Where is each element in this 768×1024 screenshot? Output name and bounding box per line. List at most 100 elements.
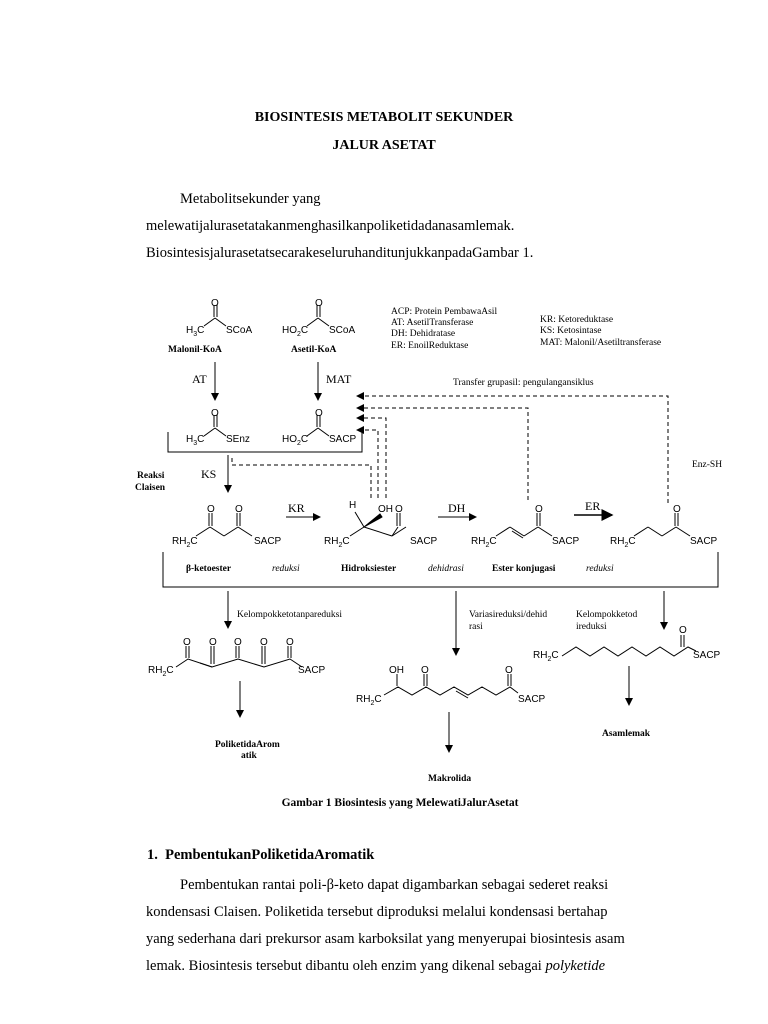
intro-line-1: Metabolitsekunder yang [180,191,321,207]
reduksi-label: reduksi [586,564,614,574]
legend-right-item: MAT: Malonil/Asetiltransferase [540,337,661,348]
legend-left-item: ER: EnoilReduktase [391,341,468,351]
atom-label: RH2C [148,665,174,678]
atom-label: O [673,504,681,515]
enzyme-bound-structures [203,415,330,437]
atom-label: SACP [329,434,357,445]
hidroksiester-label: Hidroksiester [341,564,397,574]
atom-label: O [235,504,243,515]
dh-label: DH [448,501,466,515]
reaksi-claisen-label: Claisen [135,483,166,493]
atom-label: O [260,637,268,648]
branch2-label: rasi [469,622,483,632]
atom-label: O [286,637,294,648]
er-label: ER [585,499,600,513]
atom-label: O [211,408,219,419]
atom-label: H [349,500,356,511]
product1-label: atik [241,751,258,761]
atom-label: O [211,298,219,309]
enz-sh-label: Enz-SH [692,460,722,470]
atom-label: SACP [690,536,718,547]
atom-label: O [183,637,191,648]
page-subtitle: JALUR ASETAT [332,138,436,153]
transfer-label: Transfer grupasil: pengulangansiklus [453,377,594,388]
atom-label: SEnz [226,434,250,445]
atom-label: RH2C [471,536,497,549]
branch3-label: Kelompokketod [576,610,637,620]
atom-label: O [315,298,323,309]
legend-right-item: KS: Ketosintase [540,326,601,336]
atom-label: O [315,408,323,419]
figure-caption: Gambar 1 Biosintesis yang MelewatiJalurA… [281,797,519,809]
atom-label: O [679,625,687,636]
fatty-acid-chain-structure [561,635,697,657]
atom-label: SACP [298,665,326,676]
branch2-label: Variasireduksi/dehid [469,610,547,620]
product1-label: PoliketidaArom [215,740,280,750]
claisen-bracket [167,432,363,453]
atom-label: SCoA [226,325,252,336]
product3-label: Asamlemak [602,729,651,739]
beta-ketoester-structure [195,513,253,537]
page-title: BIOSINTESIS METABOLIT SEKUNDER [254,110,514,125]
ks-label: KS [201,467,216,481]
ester-konjugasi-structure [495,513,553,539]
atom-label: SACP [410,536,438,547]
atom-label: HO2C [282,434,308,447]
legend-left: ACP: Protein PembawaAsil AT: AsetilTrans… [391,307,497,351]
atom-label: O [505,665,513,676]
section-title: PembentukanPoliketidaAromatik [165,847,375,863]
legend-left-item: ACP: Protein PembawaAsil [391,307,497,317]
atom-label: RH2C [610,536,636,549]
biosynthesis-scheme-figure: ACP: Protein PembawaAsil AT: AsetilTrans… [135,298,722,784]
malonil-koa-structure [203,305,227,327]
intro-line-3: Biosintesisjalurasetatsecarakeseluruhand… [146,245,534,261]
saturated-ester-structure [633,513,691,537]
atom-label: OH [378,504,393,515]
atom-label: SACP [518,694,546,705]
atom-label: SACP [693,650,721,661]
atom-label: RH2C [172,536,198,549]
hidroksiester-structure [349,511,407,537]
asetil-koa-structure [306,305,330,327]
at-label: AT [192,372,207,386]
atom-label: O [421,665,429,676]
kr-label: KR [288,501,305,515]
atom-label: RH2C [356,694,382,707]
body-line: kondensasi Claisen. Poliketida tersebut … [146,904,608,920]
legend-left-item: AT: AsetilTransferase [391,317,473,328]
atom-label: RH2C [533,650,559,663]
body-line: lemak. Biosintesis tersebut dibantu oleh… [146,952,605,980]
ester-konjugasi-label: Ester konjugasi [492,564,556,574]
atom-label: H3C [186,434,204,447]
ketoester-label: β-ketoester [186,564,232,574]
atom-label: SCoA [329,325,355,336]
mat-label: MAT [326,372,352,386]
atom-label: SACP [254,536,282,547]
polyketo-chain-structure [175,646,303,668]
dehidrasi-label: dehidrasi [428,564,464,574]
reduksi-label: reduksi [272,564,300,574]
atom-label: O [395,504,403,515]
atom-label: OH [389,665,404,676]
malonil-label: Malonil-KoA [168,345,222,355]
section-number: 1. [147,847,158,863]
asetil-label: Asetil-KoA [291,345,337,355]
branch3-label: ireduksi [576,622,607,632]
atom-label: H3C [186,325,204,338]
macrolide-chain-structure [383,674,519,699]
section-heading: 1. PembentukanPoliketidaAromatik [147,847,374,864]
legend-left-item: DH: Dehidratase [391,329,455,339]
main-bracket [162,552,719,588]
atom-label: O [535,504,543,515]
body-line-text: lemak. Biosintesis tersebut dibantu oleh… [146,958,546,974]
atom-label: RH2C [324,536,350,549]
atom-label: O [209,637,217,648]
body-line: yang sederhana dari prekursor asam karbo… [146,931,625,947]
atom-label: O [234,637,242,648]
atom-label: SACP [552,536,580,547]
atom-label: O [207,504,215,515]
atom-label: HO2C [282,325,308,338]
legend-right-item: KR: Ketoreduktase [540,315,613,325]
branch1-label: Kelompokketotanpareduksi [237,610,342,620]
